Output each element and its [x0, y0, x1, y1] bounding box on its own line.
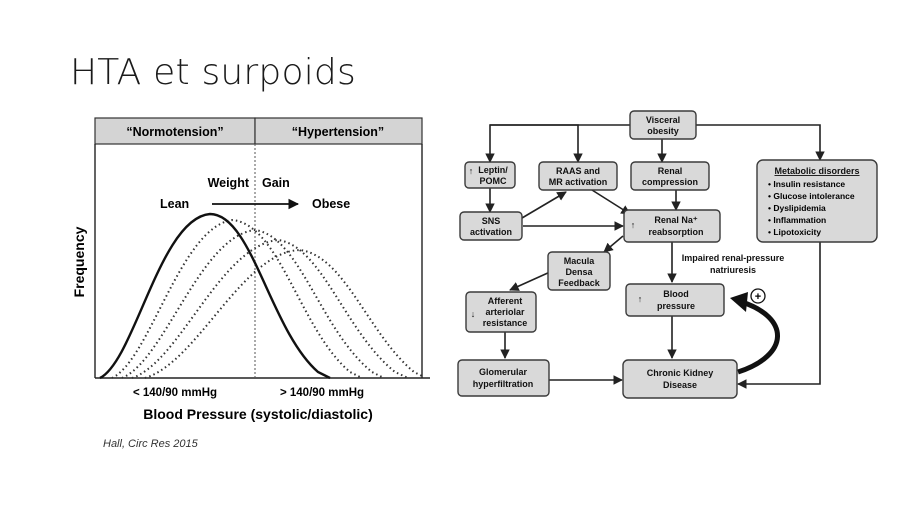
svg-text:POMC: POMC [480, 176, 508, 186]
slide-title: HTA et surpoids [70, 52, 356, 93]
box-sns-activation: SNS activation [459, 211, 523, 241]
header-normotension-box [94, 117, 256, 145]
svg-text:Glomerular: Glomerular [479, 367, 528, 377]
box-glomerular-hyperfiltration: Glomerular hyperfiltration [457, 359, 550, 397]
metabolic-item-2: • Glucose intolerance [768, 191, 855, 201]
positive-feedback-badge: + [750, 288, 766, 304]
svg-text:+: + [755, 291, 761, 303]
curve-shift-3 [131, 238, 409, 379]
svg-text:MR activation: MR activation [549, 177, 608, 187]
svg-text:Chronic Kidney: Chronic Kidney [647, 368, 714, 378]
svg-text:reabsorption: reabsorption [648, 227, 703, 237]
y-axis-label: Frequency [71, 226, 87, 297]
header-hypertension-box [254, 117, 423, 145]
box-renal-compression: Renal compression [630, 161, 710, 191]
box-metabolic-disorders: Metabolic disorders • Insulin resistance… [756, 159, 878, 243]
box-chronic-kidney-disease: Chronic Kidney Disease [622, 359, 738, 399]
svg-text:Renal Na⁺: Renal Na⁺ [654, 215, 698, 225]
svg-text:Metabolic disorders: Metabolic disorders [774, 166, 859, 176]
metabolic-item-5: • Lipotoxicity [768, 227, 821, 237]
header-normotension-label: “Normotension” [126, 125, 223, 139]
svg-text:Renal: Renal [658, 166, 683, 176]
metabolic-item-3: • Dyslipidemia [768, 203, 826, 213]
box-visceral-obesity: Visceral obesity [629, 110, 697, 140]
x-label-normal: < 140/90 mmHg [133, 387, 217, 399]
box-macula-densa-feedback: Macula Densa Feedback [547, 251, 611, 291]
box-blood-pressure: ↑ Blood pressure [625, 283, 725, 317]
header-hypertension-label: “Hypertension” [292, 125, 384, 139]
x-axis-label: Blood Pressure (systolic/diastolic) [143, 406, 373, 422]
svg-text:RAAS and: RAAS and [556, 166, 600, 176]
curve-shift-1 [111, 218, 363, 379]
svg-text:pressure: pressure [657, 301, 695, 311]
svg-text:Afferent: Afferent [488, 296, 523, 306]
svg-text:hyperfiltration: hyperfiltration [473, 379, 534, 389]
box-raas-mr-activation: RAAS and MR activation [538, 161, 618, 191]
box-renal-na-reabsorption: ↑ Renal Na⁺ reabsorption [623, 209, 721, 243]
up-arrow-icon: ↑ [638, 294, 643, 304]
svg-text:compression: compression [642, 177, 698, 187]
svg-text:Densa: Densa [565, 267, 593, 277]
svg-text:activation: activation [470, 227, 512, 237]
up-arrow-icon: ↑ [631, 220, 636, 230]
svg-text:Visceral: Visceral [646, 115, 680, 125]
svg-text:Leptin/: Leptin/ [478, 165, 508, 175]
impaired-natriuresis-label-1: Impaired renal-pressure [682, 253, 785, 263]
gain-label: Gain [262, 176, 290, 190]
curve-obese [144, 248, 423, 379]
obese-label: Obese [312, 197, 350, 211]
lean-label: Lean [160, 197, 189, 211]
feedback-arrow [737, 299, 780, 375]
curve-shift-2 [121, 228, 385, 379]
svg-text:arteriolar: arteriolar [485, 307, 525, 317]
svg-text:Feedback: Feedback [558, 278, 601, 288]
x-label-hyper: > 140/90 mmHg [280, 387, 364, 399]
up-arrow-icon: ↑ [469, 166, 474, 176]
metabolic-item-1: • Insulin resistance [768, 179, 845, 189]
svg-text:obesity: obesity [647, 126, 679, 136]
box-leptin-pomc: ↑ Leptin/ POMC [464, 161, 516, 189]
curve-lean [99, 212, 331, 380]
impaired-natriuresis-label-2: natriuresis [710, 265, 756, 275]
svg-text:Disease: Disease [663, 380, 697, 390]
citation: Hall, Circ Res 2015 [103, 438, 198, 450]
svg-text:resistance: resistance [483, 318, 528, 328]
svg-text:Blood: Blood [663, 289, 689, 299]
down-arrow-icon: ↓ [471, 309, 476, 319]
svg-text:Macula: Macula [564, 256, 596, 266]
metabolic-item-4: • Inflammation [768, 215, 826, 225]
flow-connectors [485, 124, 825, 389]
box-afferent-arteriolar-resistance: ↓ Afferent arteriolar resistance [465, 291, 537, 333]
weight-label: Weight [208, 176, 250, 190]
svg-text:SNS: SNS [482, 216, 501, 226]
